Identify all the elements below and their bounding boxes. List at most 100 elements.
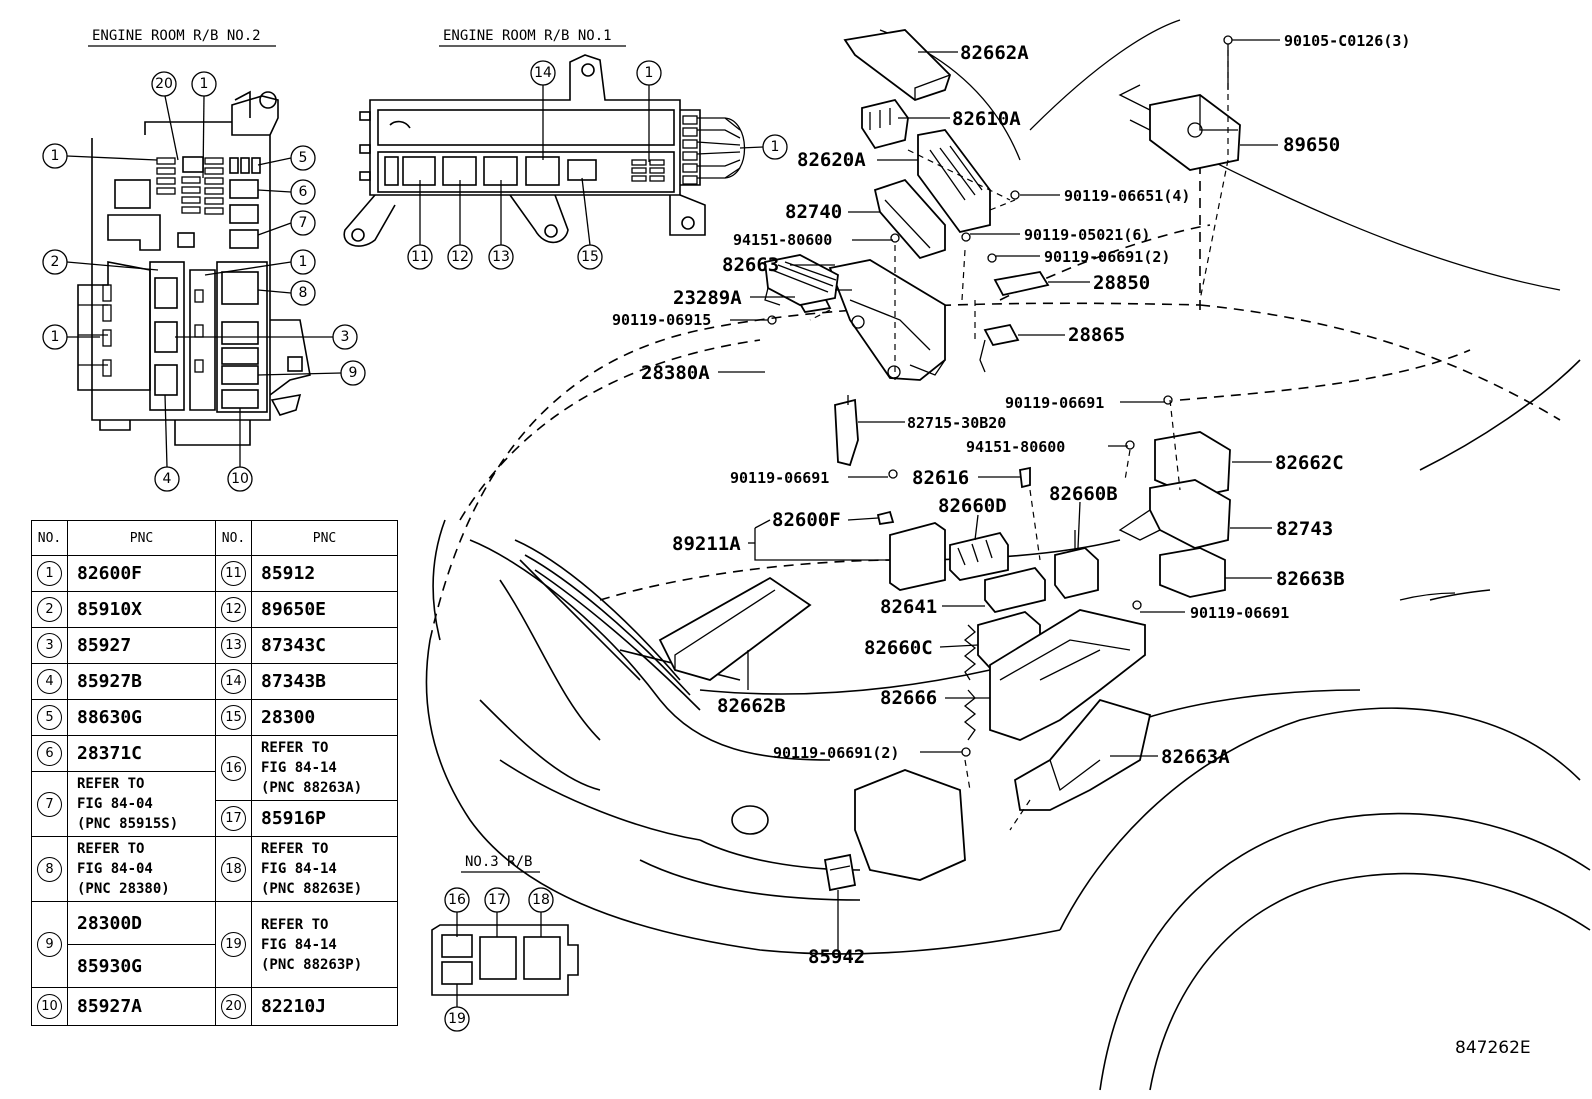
callout-circle	[290, 179, 316, 205]
pnc-cell: 88630G	[67, 699, 216, 736]
callout-rb1-1b: 1	[771, 139, 780, 155]
label-28380A: 28380A	[641, 362, 710, 384]
label-82662C: 82662C	[1275, 452, 1344, 474]
pnc-cell: 82210J	[251, 987, 398, 1026]
label-82600F: 82600F	[772, 509, 841, 531]
callout-circle	[488, 244, 514, 270]
callout-rb2-6: 6	[299, 184, 308, 200]
callout-circle	[407, 244, 433, 270]
label-90119-06691-2b: 90119-06691(2)	[773, 744, 899, 762]
pnc-ref-line: (PNC 88263A)	[261, 780, 363, 796]
pnc-ref-line: REFER TO	[261, 841, 329, 857]
label-82660D: 82660D	[938, 495, 1007, 517]
pnc-ref-line: (PNC 28380)	[77, 881, 170, 897]
label-82666: 82666	[880, 687, 937, 709]
pnc-cell: 28300	[251, 699, 398, 736]
row-number: 12	[221, 597, 246, 622]
row-number: 2	[37, 597, 62, 622]
rb1-callouts: 14 1 1 11 12 13 15	[407, 60, 788, 270]
table-row: 8 REFER TO FIG 84-04 (PNC 28380) 18 REFE…	[31, 836, 398, 902]
pnc-cell: REFER TO FIG 84-04 (PNC 28380)	[67, 836, 216, 902]
label-82663B: 82663B	[1276, 568, 1345, 590]
row-number: 9	[37, 932, 62, 957]
callout-circle	[447, 244, 473, 270]
callout-rb2-1d: 1	[51, 329, 60, 345]
pnc-cell: 85927A	[67, 987, 216, 1026]
label-28850: 28850	[1093, 272, 1150, 294]
drawing-id: 847262E	[1455, 1038, 1531, 1058]
label-89650: 89650	[1283, 134, 1340, 156]
pnc-ref-line: FIG 84-14	[261, 760, 337, 776]
rb3-diagram: NO.3 R/B 16 17 18 19	[431, 854, 579, 1032]
callout-circle	[151, 71, 177, 97]
pnc-cell: 85927B	[67, 663, 216, 700]
pnc-ref-line: REFER TO	[77, 841, 145, 857]
callout-circle	[42, 249, 68, 275]
header-pnc-right: PNC	[251, 520, 398, 556]
callout-rb1-14: 14	[534, 65, 552, 81]
row-number: 18	[221, 856, 246, 882]
row-number: 20	[221, 994, 246, 1019]
callout-rb2-1a: 1	[200, 76, 209, 92]
label-82620A: 82620A	[797, 149, 866, 171]
callout-rb2-2: 2	[51, 254, 60, 270]
label-90119-06691-2a: 90119-06691(2)	[1044, 248, 1170, 266]
label-82610A: 82610A	[952, 108, 1021, 130]
callout-rb1-13: 13	[492, 249, 510, 265]
pnc-ref-line: FIG 84-04	[77, 861, 153, 877]
table-row: 17 85916P	[32, 800, 398, 837]
row-number: 16	[221, 755, 246, 781]
table-row: 85930G	[32, 944, 398, 988]
callout-rb2-8: 8	[299, 285, 308, 301]
table-row: 2 85910X 12 89650E	[31, 591, 398, 628]
callout-circle	[444, 1006, 470, 1032]
pnc-cell: 28300D	[67, 901, 216, 945]
callout-rb3-19: 19	[448, 1011, 466, 1027]
callout-circle	[154, 466, 180, 492]
callout-circle	[577, 244, 603, 270]
callout-circle	[530, 60, 556, 86]
pnc-ref-line: REFER TO	[261, 916, 329, 933]
label-90119-06651: 90119-06651(4)	[1064, 187, 1190, 205]
callout-circle	[227, 466, 253, 492]
label-82743: 82743	[1276, 518, 1333, 540]
label-85942: 85942	[808, 946, 865, 968]
pnc-cell: 85916P	[251, 800, 398, 837]
callout-circle	[191, 71, 217, 97]
rb3-title: NO.3 R/B	[465, 854, 532, 870]
pnc-ref-line: FIG 84-14	[261, 936, 337, 953]
label-82715-30B20: 82715-30B20	[907, 414, 1006, 432]
table-row: 1 82600F 11 85912	[31, 555, 398, 592]
label-90119-05021: 90119-05021(6)	[1024, 226, 1150, 244]
callout-circle	[340, 360, 366, 386]
pnc-ref-line: FIG 84-14	[261, 861, 337, 877]
label-90119-06691-a: 90119-06691	[1005, 394, 1104, 412]
callout-rb2-5: 5	[299, 150, 308, 166]
table-row: 7 REFER TO FIG 84-04 (PNC 85915S)	[31, 771, 398, 837]
pnc-cell: 85912	[251, 555, 398, 592]
rb2-title: ENGINE ROOM R/B NO.2	[92, 28, 261, 44]
label-82616: 82616	[912, 467, 969, 489]
label-82663: 82663	[722, 254, 779, 276]
row-number: 3	[37, 633, 62, 658]
callout-rb2-4: 4	[163, 471, 172, 487]
table-row: 4 85927B 14 87343B	[31, 663, 398, 700]
pnc-cell: 85910X	[67, 591, 216, 628]
pnc-cell: 89650E	[251, 591, 398, 628]
pnc-cell: REFER TO FIG 84-14 (PNC 88263A)	[251, 735, 398, 801]
rb2-callouts: 20 1 1 5 6 7 2 1 8 1 3 9 4 10	[42, 71, 366, 492]
pnc-cell: 85927	[67, 627, 216, 664]
callout-circle	[290, 210, 316, 236]
pnc-cell: 87343C	[251, 627, 398, 664]
rb2-diagram: ENGINE ROOM R/B NO.2	[42, 28, 366, 492]
label-94151-80600-b: 94151-80600	[966, 438, 1065, 456]
callout-rb2-1b: 1	[51, 148, 60, 164]
label-82663A: 82663A	[1161, 746, 1230, 768]
callout-circle	[484, 887, 510, 913]
row-number: 4	[37, 669, 62, 694]
pnc-cell: 87343B	[251, 663, 398, 700]
callout-circle	[42, 143, 68, 169]
callout-rb1-15: 15	[581, 249, 599, 265]
callout-circle	[444, 887, 470, 913]
